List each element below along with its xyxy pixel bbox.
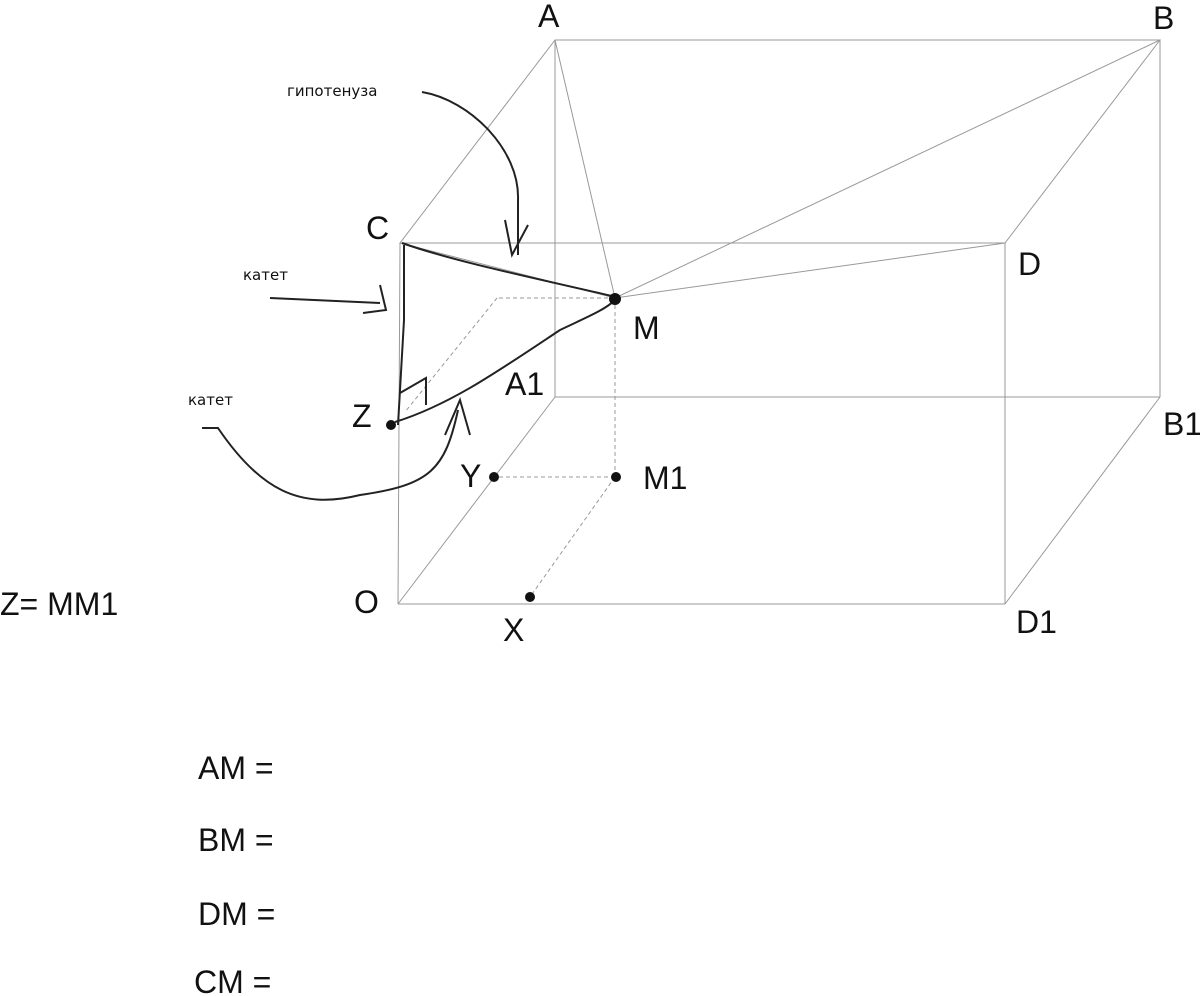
- hand-drawn-marks: [202, 91, 616, 501]
- point-M: [609, 293, 621, 305]
- triangle-leg-vertical: [397, 245, 405, 426]
- arrow-hypotenuse: [421, 91, 529, 258]
- edge-D1-B1: [1004, 396, 1161, 605]
- label-Z: Z: [352, 398, 372, 434]
- formula-z: Z= MM1: [0, 586, 119, 622]
- label-B1: B1: [1163, 406, 1200, 442]
- point-M1: [611, 472, 621, 482]
- triangle-hypotenuse: [401, 242, 613, 297]
- point-Y: [489, 472, 499, 482]
- equation-cm: CM =: [194, 964, 272, 996]
- label-C: C: [366, 210, 390, 246]
- equation-am: AM =: [198, 750, 274, 786]
- dashed-proj-Z: [404, 297, 498, 413]
- label-Y: Y: [460, 458, 482, 494]
- segment-DM: [614, 242, 1006, 299]
- label-D1: D1: [1016, 604, 1057, 640]
- annotation-leg2: катет: [188, 391, 233, 409]
- label-M: M: [633, 310, 660, 346]
- label-X: X: [503, 612, 525, 648]
- point-Z: [386, 420, 396, 430]
- equation-bm: BM =: [198, 822, 274, 858]
- dashed-M1X: [529, 476, 616, 598]
- right-angle-mark: [399, 376, 427, 405]
- label-M1: M1: [643, 460, 688, 496]
- equation-dm: DM =: [198, 896, 276, 932]
- annotation-leg1: катет: [243, 266, 288, 284]
- edge-O-A1: [397, 396, 556, 605]
- label-O: O: [354, 584, 379, 620]
- segment-BM: [614, 39, 1161, 299]
- label-B: B: [1153, 0, 1175, 36]
- triangle-leg-bottom: [394, 299, 616, 423]
- point-X: [525, 592, 535, 602]
- label-A1: A1: [505, 366, 545, 402]
- label-D: D: [1018, 246, 1042, 282]
- arrow-leg2: [202, 397, 471, 501]
- arrow-leg1: [269, 284, 388, 314]
- top-face: [398, 39, 1162, 244]
- annotation-hypotenuse: гипотенуза: [287, 82, 378, 100]
- segment-AM: [554, 39, 616, 299]
- label-A: A: [538, 0, 560, 34]
